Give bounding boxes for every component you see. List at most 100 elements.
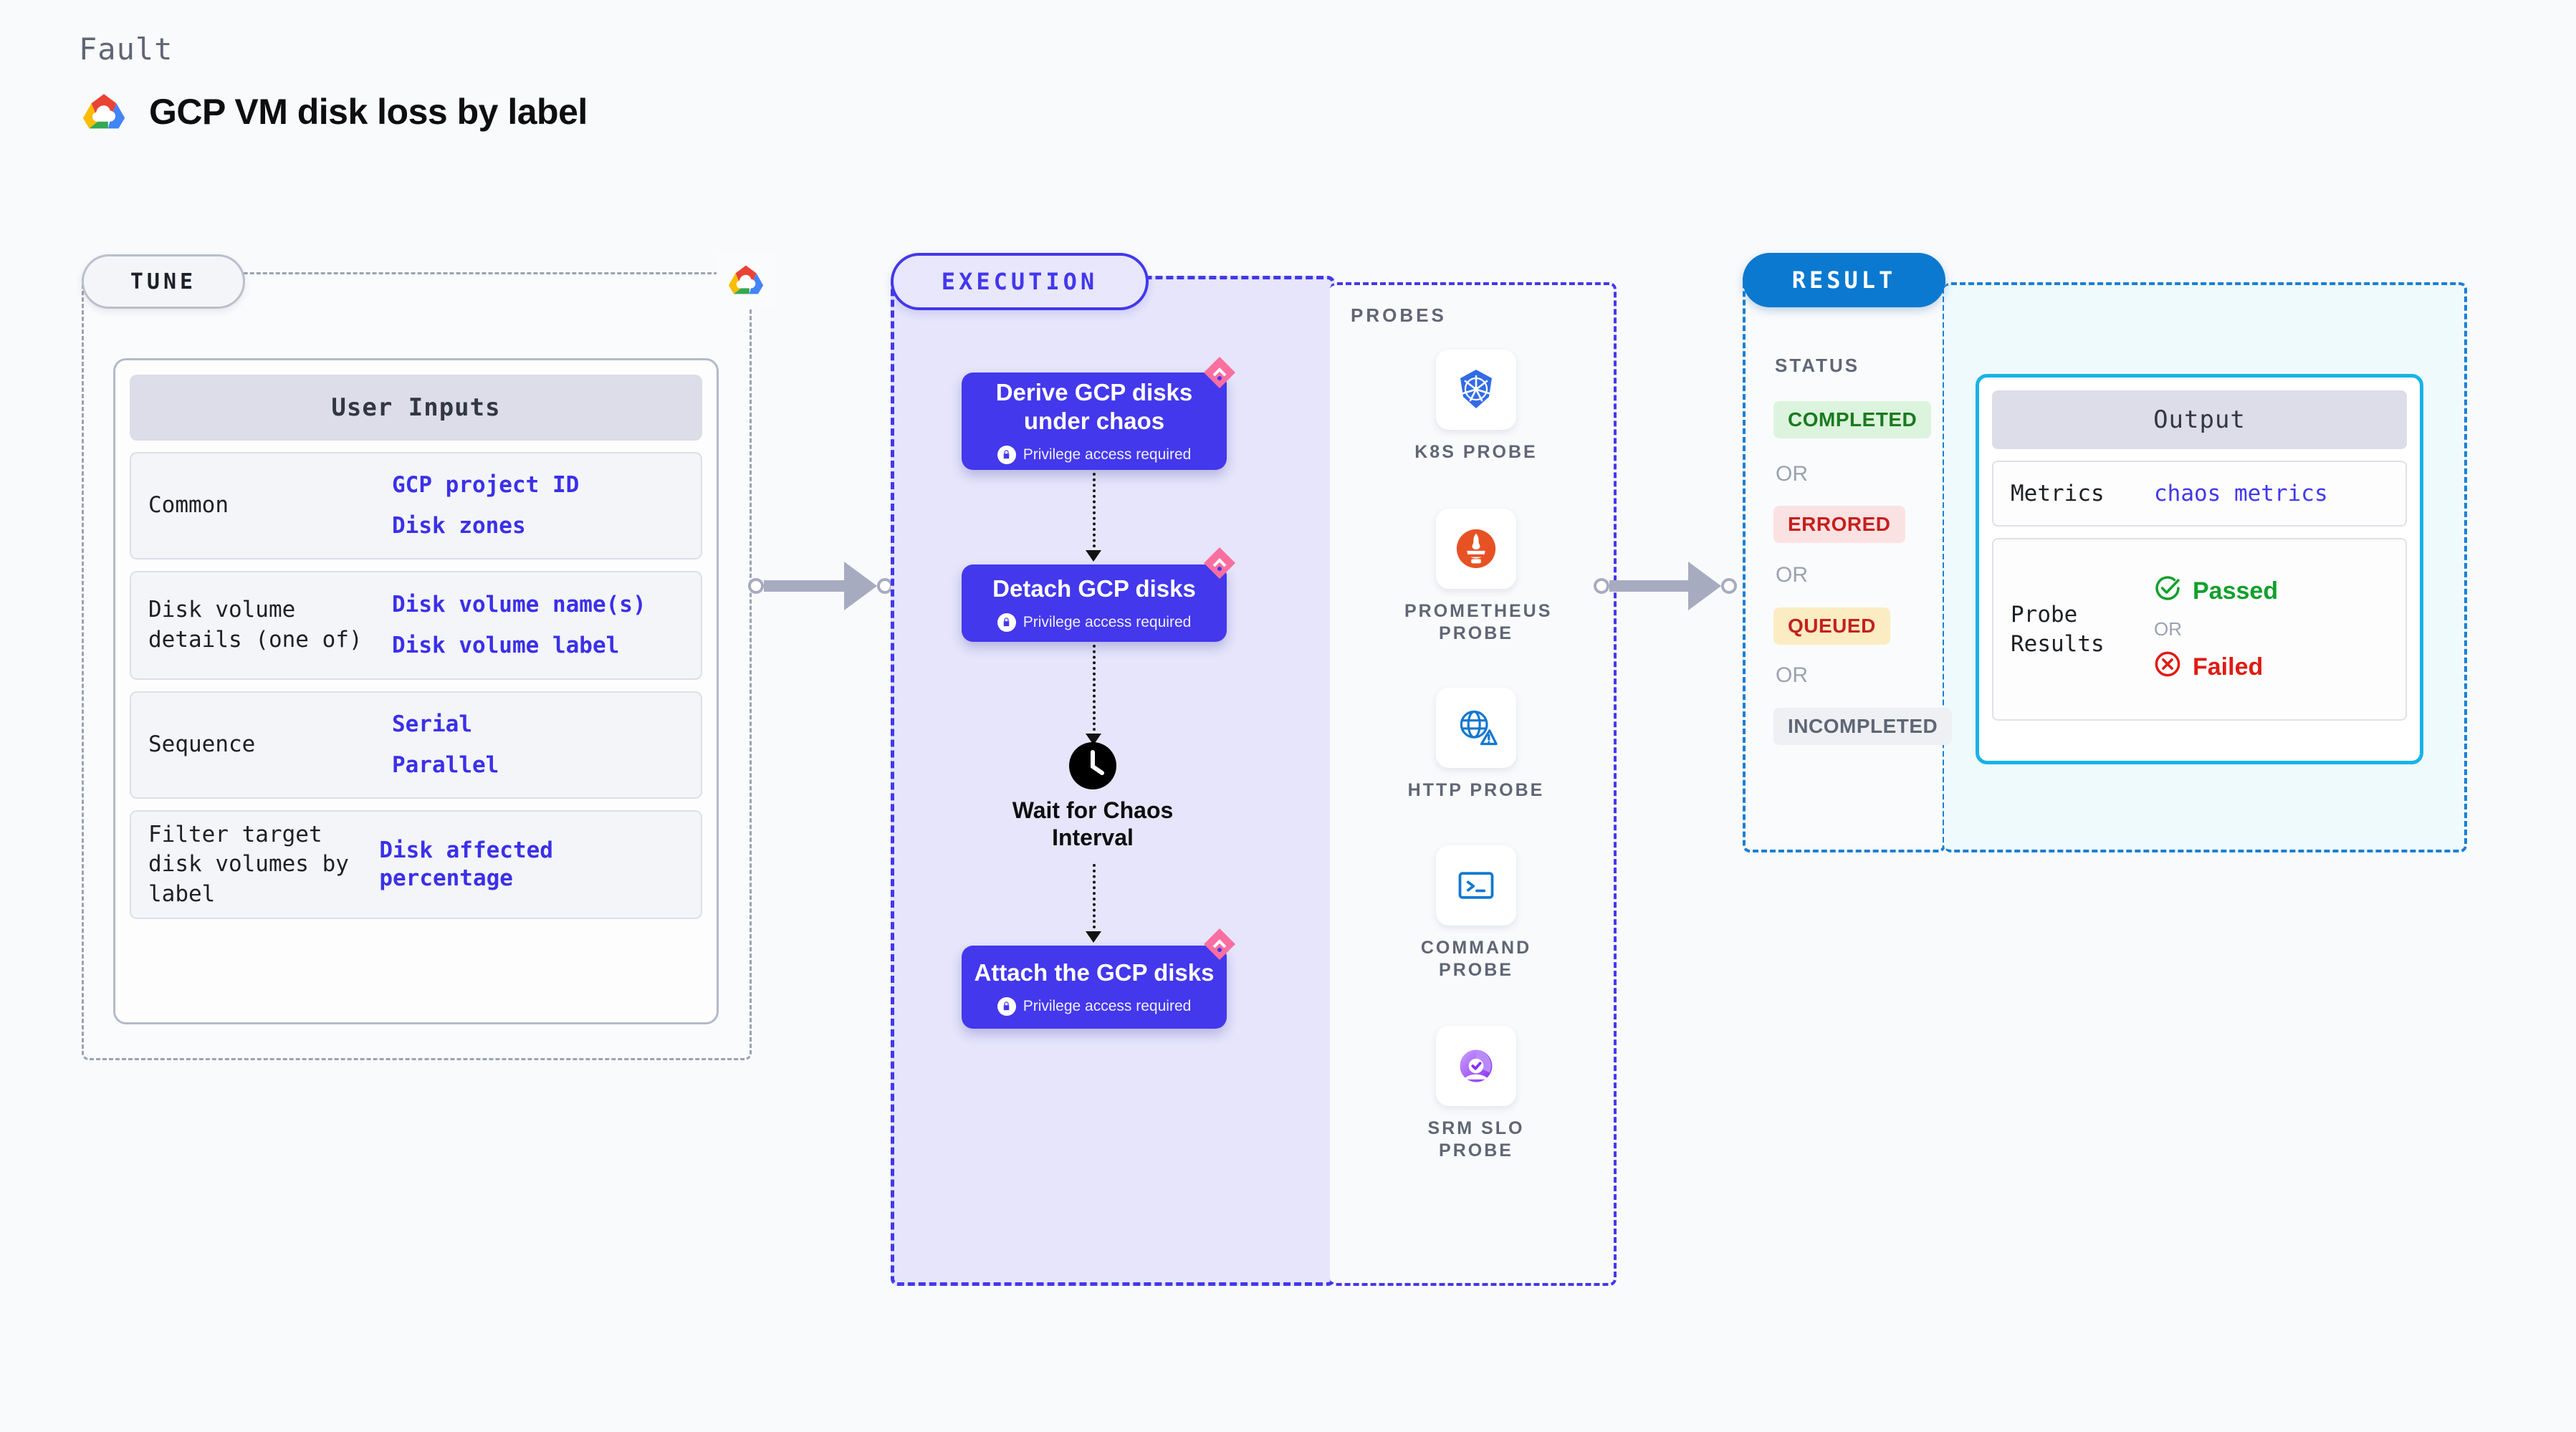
lock-icon <box>997 445 1016 464</box>
connector-bar <box>764 580 844 592</box>
probe-label: COMMAND PROBE <box>1420 938 1532 981</box>
globe-warning-icon <box>1436 688 1516 768</box>
row-value[interactable]: GCP project ID <box>392 472 580 499</box>
wait-node-label: Wait for Chaos Interval <box>1012 797 1174 851</box>
output-row-key: Metrics <box>2011 480 2105 506</box>
step-connector-arrow <box>1086 931 1101 943</box>
step-privilege-text: Privilege access required <box>1023 446 1192 463</box>
result-pill-label: RESULT <box>1743 253 1945 307</box>
status-badge: COMPLETED <box>1773 401 1932 438</box>
prometheus-icon <box>1436 509 1516 589</box>
probe-label: SRM SLO PROBE <box>1427 1118 1525 1161</box>
probe-result-values: Passed OR Failed <box>2154 575 2278 684</box>
page-kicker: Fault <box>79 32 173 67</box>
connector-dot <box>1594 578 1609 594</box>
result-status-panel <box>1743 272 1945 852</box>
table-row: Filter target disk volumes by label Disk… <box>130 810 702 919</box>
probe-failed-label: Failed <box>2193 653 2264 681</box>
status-badge: ERRORED <box>1773 506 1905 543</box>
output-row-metrics: Metrics chaos metrics <box>1992 461 2407 527</box>
or-label: OR <box>1776 563 1808 587</box>
terminal-icon <box>1436 845 1516 926</box>
probe-item-prometheus[interactable]: PROMETHEUS PROBE <box>1404 509 1553 645</box>
page-title-row: GCP VM disk loss by label <box>79 90 588 134</box>
status-section-label: STATUS <box>1775 355 1860 376</box>
connector-tune-to-execution <box>748 561 893 611</box>
row-values: Disk affected percentage <box>379 837 684 893</box>
row-values: GCP project ID Disk zones <box>392 471 579 540</box>
tune-gcp-badge-icon <box>717 251 775 309</box>
step-privilege-text: Privilege access required <box>1023 613 1192 630</box>
row-key: Filter target disk volumes by label <box>148 821 349 907</box>
execution-step[interactable]: Detach GCP disks Privilege access requir… <box>962 564 1227 642</box>
srm-slo-icon <box>1436 1026 1516 1106</box>
or-label: OR <box>2154 618 2182 640</box>
probe-item-http[interactable]: HTTP PROBE <box>1404 688 1548 802</box>
step-title: Detach GCP disks <box>992 575 1196 602</box>
probe-item-k8s[interactable]: K8S PROBE <box>1404 350 1548 463</box>
execution-step[interactable]: Attach the GCP disks Privilege access re… <box>962 946 1227 1029</box>
row-key: Disk volume details (one of) <box>148 597 363 653</box>
or-label: OR <box>1776 462 1808 486</box>
page-title: GCP VM disk loss by label <box>149 92 588 132</box>
step-connector-line <box>1093 645 1096 736</box>
connector-arrowhead <box>844 562 877 610</box>
probes-section-label: PROBES <box>1351 304 1447 326</box>
output-card: Output Metrics chaos metrics Probe Resul… <box>1976 374 2423 764</box>
x-circle-icon <box>2154 650 2181 684</box>
connector-arrowhead <box>1688 562 1721 610</box>
probe-result-failed: Failed <box>2154 650 2278 684</box>
kubernetes-icon <box>1436 350 1516 430</box>
check-circle-icon <box>2154 575 2181 608</box>
status-badge: QUEUED <box>1773 607 1890 645</box>
step-title: Attach the GCP disks <box>974 959 1215 986</box>
step-title: Derive GCP disks under chaos <box>995 379 1193 434</box>
table-row: Common GCP project ID Disk zones <box>130 452 702 559</box>
row-values: Serial Parallel <box>392 711 499 779</box>
table-row: Sequence Serial Parallel <box>130 691 702 799</box>
row-value[interactable]: Disk volume name(s) <box>392 592 646 618</box>
row-value[interactable]: Serial <box>392 711 472 738</box>
step-privilege-text: Privilege access required <box>1023 997 1192 1014</box>
probe-label: PROMETHEUS PROBE <box>1404 601 1553 644</box>
probe-item-srm-slo[interactable]: SRM SLO PROBE <box>1404 1026 1548 1163</box>
step-connector-arrow <box>1086 550 1101 562</box>
connector-dot <box>748 578 764 594</box>
clock-icon <box>1068 741 1118 791</box>
step-connector-arrow <box>1086 734 1101 745</box>
probe-result-passed: Passed <box>2154 575 2278 608</box>
row-value[interactable]: Disk zones <box>392 513 526 539</box>
probe-passed-label: Passed <box>2193 577 2279 605</box>
connector-dot <box>1721 578 1737 594</box>
lock-icon <box>997 612 1016 632</box>
row-value[interactable]: Disk affected percentage <box>379 837 553 891</box>
step-privilege-note: Privilege access required <box>997 445 1192 464</box>
output-row-key: Probe Results <box>2011 602 2105 657</box>
row-value[interactable]: Disk volume label <box>392 633 620 658</box>
user-inputs-card: User Inputs Common GCP project ID Disk z… <box>113 358 719 1024</box>
output-row-value[interactable]: chaos metrics <box>2154 481 2328 506</box>
row-key: Sequence <box>148 731 256 758</box>
lock-icon <box>997 996 1016 1016</box>
probe-item-command[interactable]: COMMAND PROBE <box>1404 845 1548 982</box>
output-title: Output <box>1992 390 2407 449</box>
table-row: Disk volume details (one of) Disk volume… <box>130 571 702 680</box>
row-values: Disk volume name(s) Disk volume label <box>392 591 646 660</box>
step-connector-line <box>1093 864 1096 934</box>
row-key: Common <box>148 492 229 519</box>
step-privilege-note: Privilege access required <box>997 612 1192 632</box>
status-badge: INCOMPLETED <box>1773 708 1953 745</box>
tune-pill-label: TUNE <box>82 254 245 309</box>
step-connector-line <box>1093 473 1096 553</box>
execution-step[interactable]: Derive GCP disks under chaos Privilege a… <box>962 373 1227 470</box>
probe-label: HTTP PROBE <box>1407 780 1545 800</box>
row-value[interactable]: Parallel <box>392 752 499 778</box>
gcp-cloud-logo-icon <box>79 90 129 134</box>
connector-execution-to-result <box>1594 561 1737 611</box>
step-privilege-note: Privilege access required <box>997 996 1192 1016</box>
output-row-probe-results: Probe Results Passed OR <box>1992 538 2407 721</box>
user-inputs-title: User Inputs <box>130 375 702 441</box>
connector-bar <box>1609 580 1688 592</box>
probe-label: K8S PROBE <box>1414 442 1538 462</box>
